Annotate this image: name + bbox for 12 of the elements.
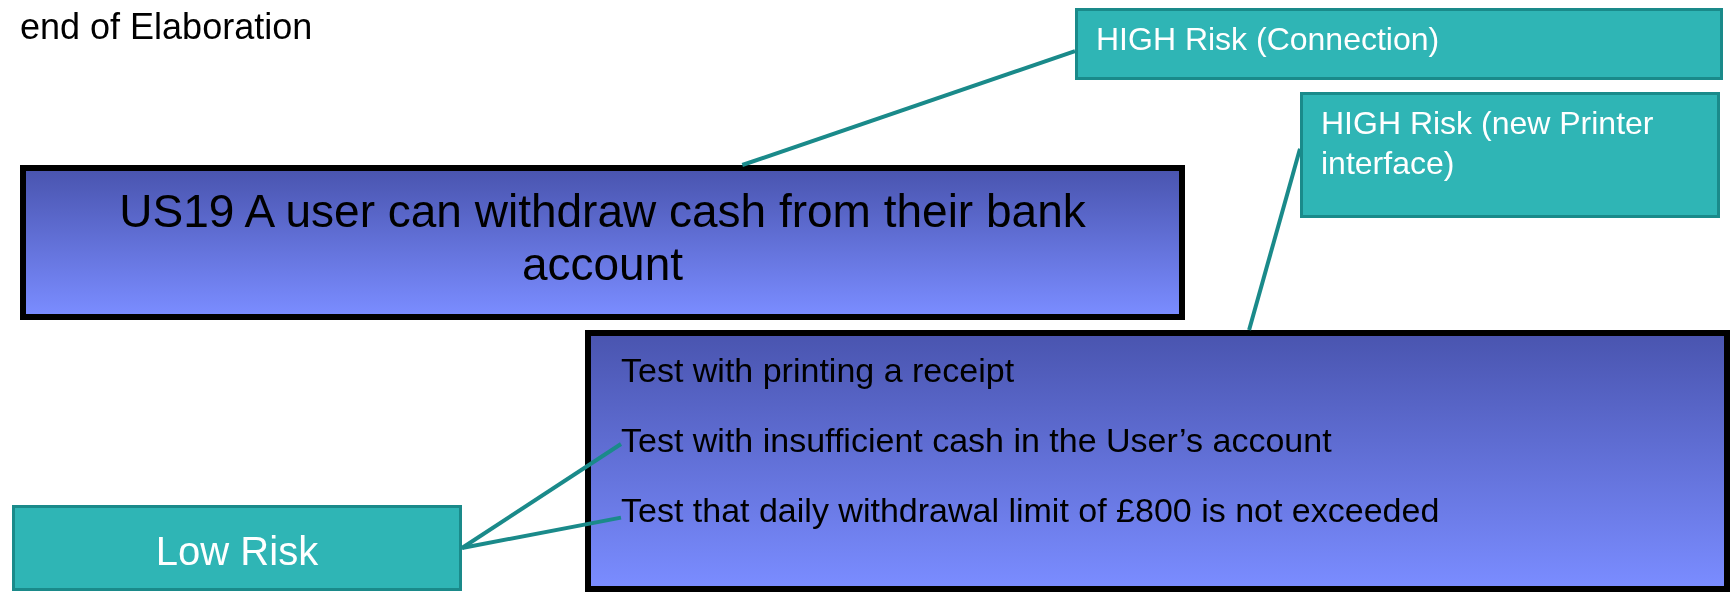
risk-callout: Low Risk bbox=[12, 505, 462, 591]
test-list-box bbox=[585, 330, 1730, 592]
slide-text: end of Elaboration bbox=[20, 6, 313, 48]
risk-callout: HIGH Risk (new Printer interface) bbox=[1300, 92, 1720, 218]
leader-line bbox=[741, 49, 1076, 167]
leader-line bbox=[1247, 148, 1302, 331]
user-story-box: US19 A user can withdraw cash from their bank account bbox=[20, 165, 1185, 320]
test-text: Test with printing a receipt bbox=[621, 350, 1701, 398]
test-text: Test that daily withdrawal limit of £800 is not exceeded bbox=[621, 490, 1701, 582]
test-text: Test with insufficient cash in the User’s account bbox=[621, 420, 1701, 468]
leader-line bbox=[460, 442, 623, 550]
risk-callout: HIGH Risk (Connection) bbox=[1075, 8, 1723, 80]
